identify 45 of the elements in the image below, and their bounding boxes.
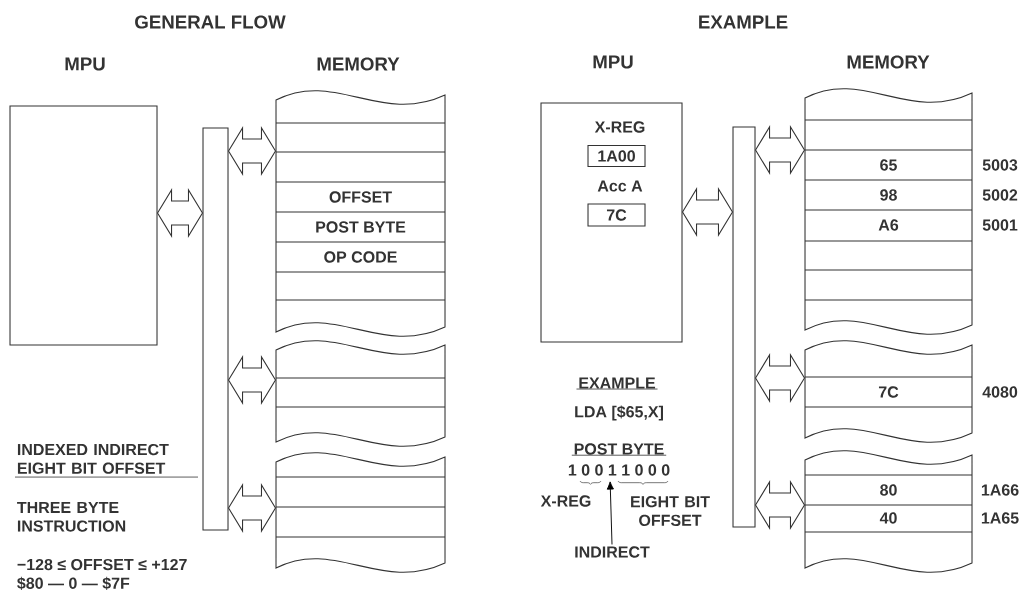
- heading: GENERAL FLOW: [135, 15, 286, 29]
- bus-bar: [732, 126, 756, 528]
- heading: EXAMPLE: [699, 15, 788, 29]
- note-text: POST BYTE: [571, 443, 667, 456]
- memory-value: 7C: [878, 386, 899, 398]
- note-text: $80 — 0 — $7F: [17, 576, 130, 590]
- memory-segment: [275, 90, 446, 337]
- register-label: Acc A: [597, 180, 643, 192]
- field-label: EIGHT BIT OFFSET: [631, 496, 710, 526]
- memory-segment: [804, 88, 973, 335]
- register-box: 7C: [587, 203, 646, 227]
- heading: MEMORY: [317, 57, 400, 71]
- note-text: −128 ≤ OFFSET ≤ +127: [17, 558, 187, 571]
- memory-value: 98: [880, 189, 897, 201]
- memory-segment: [275, 340, 446, 447]
- memory-value: POST BYTE: [316, 221, 406, 233]
- heading: MPU: [593, 55, 633, 69]
- memory-value: 40: [879, 512, 897, 524]
- note-text: THREE BYTE INSTRUCTION: [17, 501, 126, 532]
- address-label: 1A65: [981, 512, 1019, 524]
- note-text: EXAMPLE: [576, 377, 658, 390]
- heading: MEMORY: [847, 55, 930, 69]
- memory-segment: [804, 340, 973, 443]
- arrow: [606, 481, 614, 545]
- register-label: X-REG: [594, 121, 645, 133]
- memory-value: A6: [878, 219, 899, 231]
- address-label: 5001: [982, 219, 1018, 231]
- memory-value: 65: [880, 159, 897, 171]
- memory-value: 80: [880, 484, 897, 496]
- bus-bar: [202, 127, 229, 531]
- address-label: 5002: [982, 189, 1018, 201]
- register-box: 1A00: [587, 144, 646, 168]
- bit-pattern: 1 0 0 1 1 0 0 0: [568, 464, 670, 476]
- note-text: INDEXED INDIRECT EIGHT BIT OFFSET: [14, 443, 199, 478]
- field-label: X-REG: [540, 495, 591, 507]
- heading: MPU: [65, 57, 105, 71]
- address-label: 5003: [982, 159, 1018, 171]
- address-label: 4080: [982, 386, 1018, 398]
- address-label: 1A66: [981, 484, 1019, 496]
- note-text: LDA [$65,X]: [575, 405, 663, 421]
- memory-value: OP CODE: [324, 251, 397, 263]
- note-text: INDIRECT: [575, 546, 650, 558]
- memory-segment: [804, 450, 973, 573]
- memory-value: OFFSET: [329, 191, 392, 203]
- memory-segment: [275, 452, 446, 573]
